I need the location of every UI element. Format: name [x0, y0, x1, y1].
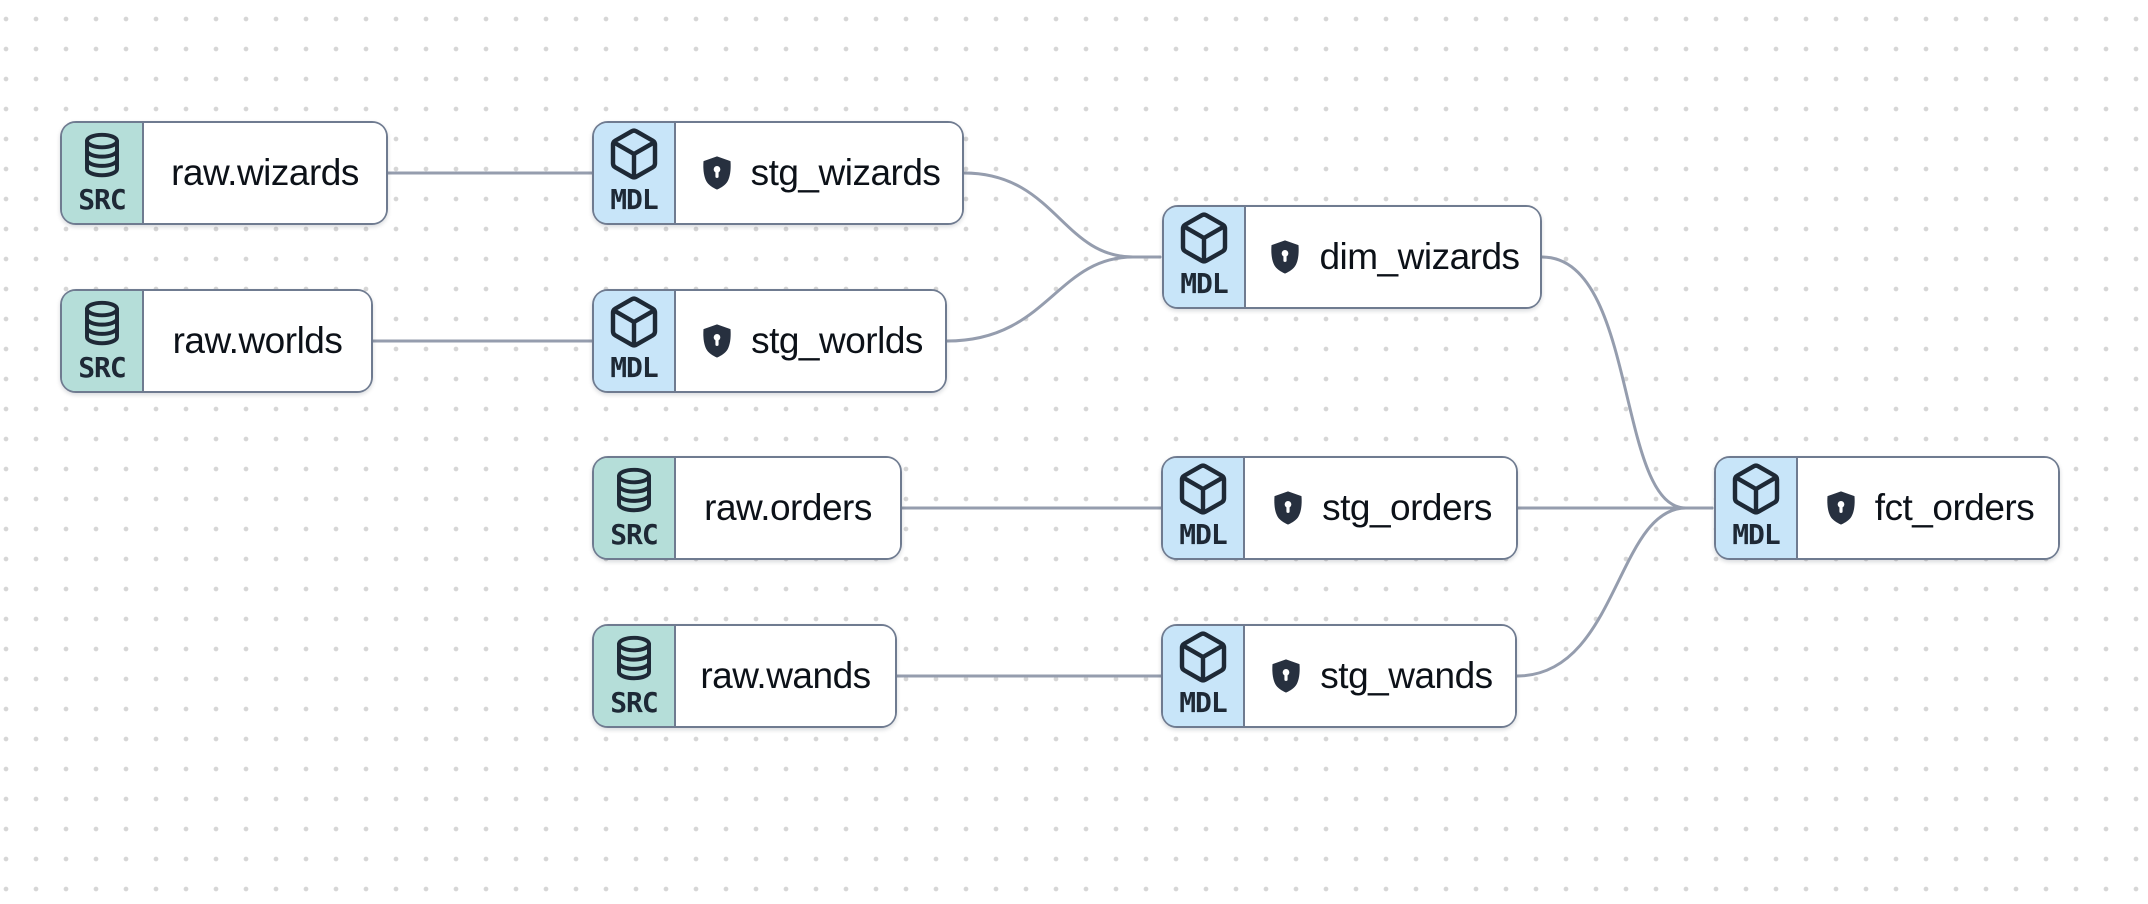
box-icon [1175, 629, 1231, 685]
node-label: raw.wizards [171, 152, 359, 193]
shield-lock-icon [1269, 487, 1307, 529]
edge-stg_worlds-to-dim_wizards [945, 255, 1162, 343]
node-raw_wands[interactable]: SRC raw.wands [592, 624, 897, 728]
node-type-cell: MDL [594, 291, 676, 391]
node-type-badge: SRC [610, 686, 659, 719]
edge-stg_wizards-to-dim_wizards [962, 171, 1162, 259]
node-label: stg_wands [1320, 655, 1493, 696]
node-body: dim_wizards [1246, 207, 1540, 307]
node-label: stg_worlds [751, 320, 923, 361]
node-stg_wands[interactable]: MDL stg_wands [1161, 624, 1517, 728]
node-fct_orders[interactable]: MDL fct_orders [1714, 456, 2060, 560]
node-type-cell: MDL [1716, 458, 1798, 558]
node-type-cell: MDL [1163, 626, 1245, 726]
node-type-cell: SRC [62, 291, 144, 391]
node-label: raw.worlds [172, 320, 343, 361]
box-icon [606, 294, 662, 350]
box-icon [1175, 461, 1231, 517]
node-type-cell: SRC [594, 626, 676, 726]
node-label: raw.orders [704, 487, 872, 528]
node-body: stg_worlds [676, 291, 945, 391]
node-body: raw.worlds [144, 291, 371, 391]
node-type-badge: MDL [610, 351, 659, 384]
node-raw_wizards[interactable]: SRC raw.wizards [60, 121, 388, 225]
node-type-badge: MDL [1179, 518, 1228, 551]
node-type-badge: MDL [1732, 518, 1781, 551]
node-dim_wizards[interactable]: MDL dim_wizards [1162, 205, 1542, 309]
node-label: raw.wands [700, 655, 871, 696]
shield-lock-icon [698, 320, 736, 362]
node-type-badge: SRC [78, 351, 127, 384]
node-body: stg_wizards [676, 123, 962, 223]
node-type-cell: SRC [62, 123, 144, 223]
shield-lock-icon [1822, 487, 1860, 529]
node-body: stg_wands [1245, 626, 1515, 726]
database-icon [77, 128, 127, 182]
node-type-badge: SRC [610, 518, 659, 551]
node-type-badge: MDL [1179, 686, 1228, 719]
node-type-cell: MDL [594, 123, 676, 223]
node-type-badge: MDL [1180, 267, 1229, 300]
node-body: raw.wands [676, 626, 895, 726]
node-type-cell: MDL [1164, 207, 1246, 307]
shield-lock-icon [1266, 236, 1304, 278]
node-label: fct_orders [1874, 487, 2035, 528]
node-raw_orders[interactable]: SRC raw.orders [592, 456, 902, 560]
node-stg_worlds[interactable]: MDL stg_worlds [592, 289, 947, 393]
node-type-cell: MDL [1163, 458, 1245, 558]
database-icon [609, 463, 659, 517]
node-type-badge: SRC [78, 183, 127, 216]
node-label: stg_wizards [750, 152, 941, 193]
node-stg_orders[interactable]: MDL stg_orders [1161, 456, 1518, 560]
database-icon [609, 631, 659, 685]
edge-stg_wands-to-fct_orders [1515, 506, 1714, 678]
box-icon [1176, 210, 1232, 266]
node-type-badge: MDL [610, 183, 659, 216]
shield-lock-icon [1267, 655, 1305, 697]
node-body: raw.orders [676, 458, 900, 558]
edge-dim_wizards-to-fct_orders [1540, 255, 1714, 510]
database-icon [77, 296, 127, 350]
node-body: stg_orders [1245, 458, 1516, 558]
node-type-cell: SRC [594, 458, 676, 558]
box-icon [1728, 461, 1784, 517]
shield-lock-icon [698, 152, 736, 194]
node-body: raw.wizards [144, 123, 386, 223]
node-body: fct_orders [1798, 458, 2058, 558]
box-icon [606, 126, 662, 182]
node-raw_worlds[interactable]: SRC raw.worlds [60, 289, 373, 393]
node-label: stg_orders [1322, 487, 1492, 528]
node-label: dim_wizards [1319, 236, 1520, 277]
node-stg_wizards[interactable]: MDL stg_wizards [592, 121, 964, 225]
